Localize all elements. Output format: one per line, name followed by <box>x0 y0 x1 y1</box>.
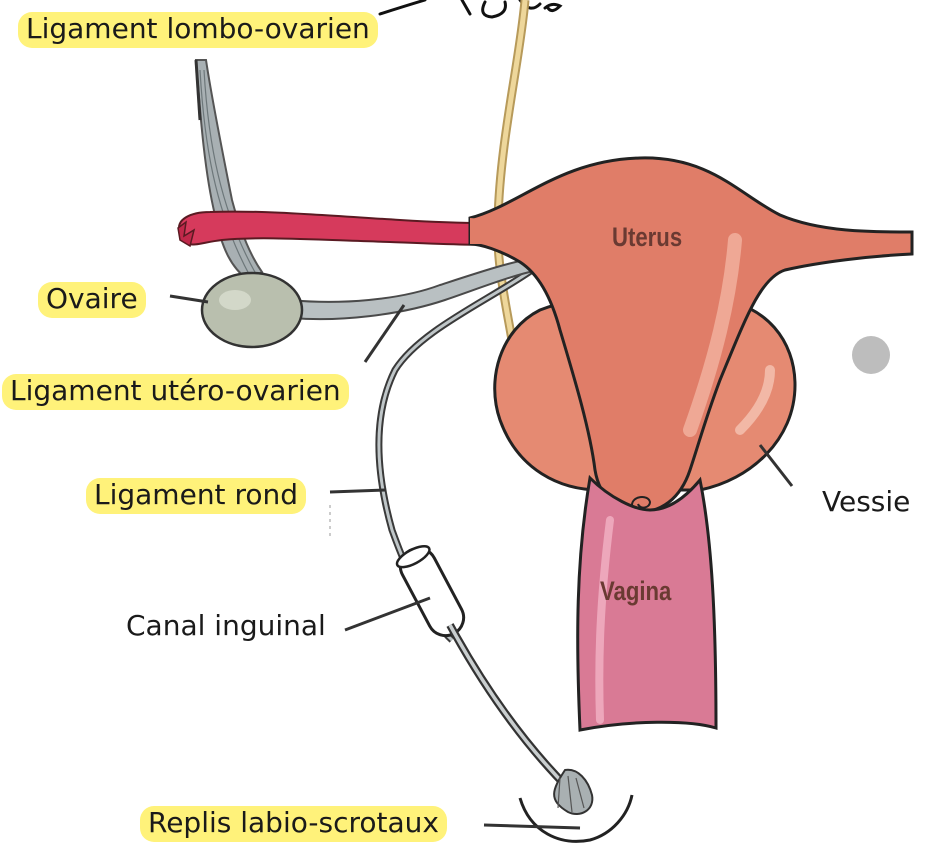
ligament-rond-distal <box>446 623 573 793</box>
label-ligament-utero-ovarien: Ligament utéro-ovarien <box>2 374 349 410</box>
label-ovaire: Ovaire <box>38 282 146 318</box>
label-vessie: Vessie <box>822 485 911 518</box>
label-vagina: Vagina <box>600 576 672 606</box>
uterus-shape <box>468 156 914 514</box>
label-replis-labio-scrotaux: Replis labio-scrotaux <box>140 806 447 842</box>
label-canal-inguinal: Canal inguinal <box>126 609 326 642</box>
labio-scrotal-fold <box>518 794 634 843</box>
vagina-shape <box>576 474 718 732</box>
ovaire-shape <box>200 271 304 349</box>
leader-lines <box>169 59 794 830</box>
label-ligament-lombo-ovarien: Ligament lombo-ovarien <box>18 12 378 48</box>
grey-marker-dot[interactable] <box>852 336 890 374</box>
label-uterus: Uterus <box>612 222 683 252</box>
handwritten-annotation <box>378 0 563 19</box>
canal-inguinal-shape <box>395 544 466 638</box>
label-ligament-rond: Ligament rond <box>86 478 306 514</box>
